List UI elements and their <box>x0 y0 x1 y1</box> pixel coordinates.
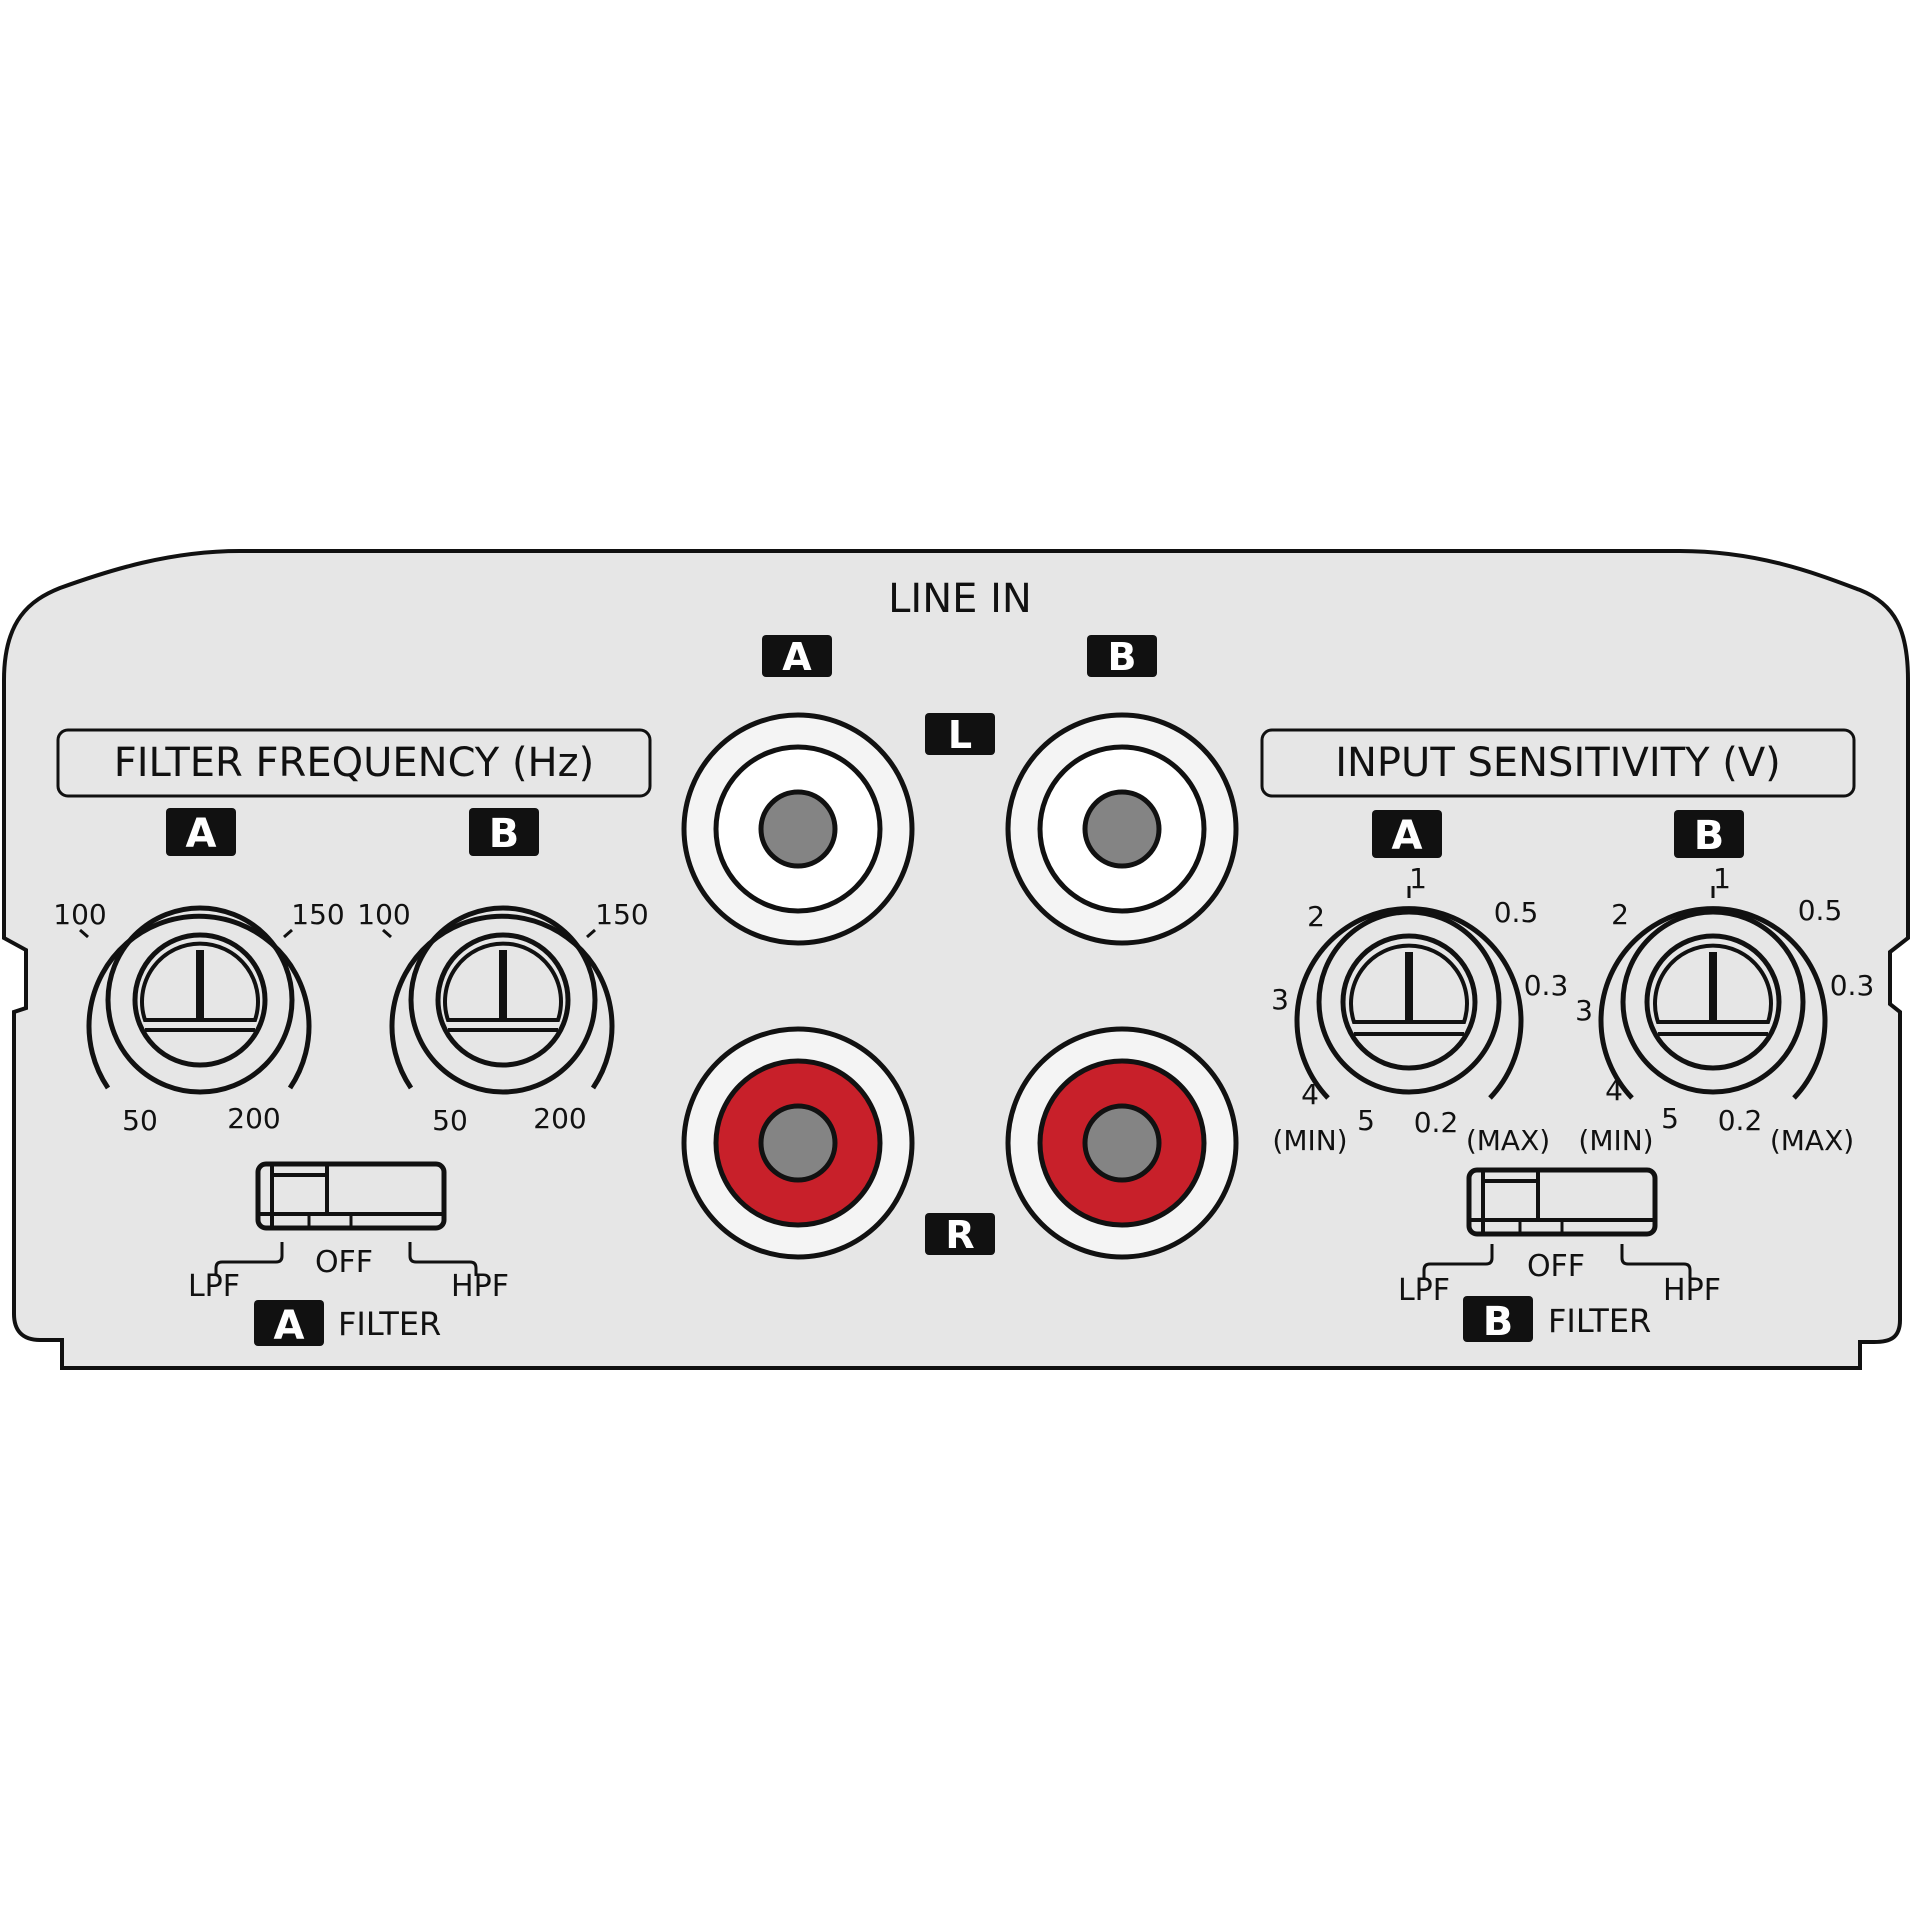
rca-jack-right-a[interactable] <box>681 1026 915 1260</box>
svg-text:INPUT SENSITIVITY (V): INPUT SENSITIVITY (V) <box>1335 740 1781 786</box>
svg-text:A: A <box>186 811 217 857</box>
switch-a-off-label: OFF <box>315 1245 373 1280</box>
is-a-label-1: 1 <box>1409 862 1427 895</box>
switch-a-filter-label: FILTER <box>338 1305 441 1343</box>
switch-b-badge: B <box>1463 1296 1533 1345</box>
is-a-min-label: (MIN) <box>1272 1124 1347 1157</box>
is-b-label-1: 1 <box>1713 862 1731 895</box>
rca-jack-right-b[interactable] <box>1005 1026 1239 1260</box>
is-b-label-0-3: 0.3 <box>1830 969 1875 1002</box>
right-channel-badge: R <box>925 1213 995 1257</box>
left-channel-badge: L <box>925 713 995 757</box>
is-b-label-4: 4 <box>1605 1074 1623 1107</box>
is-a-label-5: 5 <box>1357 1104 1375 1137</box>
svg-text:B: B <box>489 811 520 857</box>
ff-b-label-200: 200 <box>533 1102 586 1135</box>
rca-jack-left-a[interactable] <box>681 712 915 946</box>
svg-text:R: R <box>945 1213 974 1257</box>
switch-b-off-label: OFF <box>1527 1249 1585 1284</box>
filter-switch-a[interactable] <box>214 1161 478 1276</box>
filter-frequency-knob-b[interactable] <box>382 905 615 1095</box>
filter-frequency-badge-b: B <box>469 808 539 857</box>
line-in-title: LINE IN <box>888 576 1032 622</box>
filter-frequency-knob-a[interactable] <box>79 905 312 1095</box>
switch-a-hpf-label: HPF <box>451 1269 509 1304</box>
rca-jack-left-b[interactable] <box>1005 712 1239 946</box>
is-a-label-0-2: 0.2 <box>1414 1106 1459 1139</box>
input-sensitivity-knob-a[interactable] <box>1294 886 1524 1100</box>
is-b-label-5: 5 <box>1661 1102 1679 1135</box>
svg-text:A: A <box>274 1303 305 1349</box>
line-in-badge-b: B <box>1087 635 1157 679</box>
filter-switch-b[interactable] <box>1422 1167 1692 1278</box>
is-b-max-label: (MAX) <box>1770 1124 1854 1157</box>
svg-text:A: A <box>782 635 812 679</box>
line-in-badge-a: A <box>762 635 832 679</box>
input-sensitivity-badge-b: B <box>1674 810 1744 859</box>
is-a-label-0-5: 0.5 <box>1494 896 1539 929</box>
switch-b-lpf-label: LPF <box>1398 1273 1450 1308</box>
is-a-max-label: (MAX) <box>1466 1124 1550 1157</box>
is-b-label-3: 3 <box>1575 994 1593 1027</box>
filter-frequency-title-box: FILTER FREQUENCY (Hz) <box>56 728 652 798</box>
ff-b-label-50: 50 <box>432 1104 468 1137</box>
panel-outline <box>2 549 1910 1370</box>
filter-frequency-badge-a: A <box>166 808 236 857</box>
is-b-label-2: 2 <box>1611 898 1629 931</box>
is-b-label-0-2: 0.2 <box>1718 1104 1763 1137</box>
switch-b-hpf-label: HPF <box>1663 1273 1721 1308</box>
is-a-label-2: 2 <box>1307 900 1325 933</box>
svg-text:L: L <box>948 713 972 757</box>
switch-a-lpf-label: LPF <box>188 1269 240 1304</box>
svg-text:B: B <box>1483 1299 1514 1345</box>
ff-b-label-100: 100 <box>357 898 410 931</box>
ff-a-label-150: 150 <box>291 898 344 931</box>
switch-a-badge: A <box>254 1300 324 1349</box>
ff-a-label-200: 200 <box>227 1102 280 1135</box>
is-a-label-4: 4 <box>1301 1078 1319 1111</box>
input-sensitivity-title-box: INPUT SENSITIVITY (V) <box>1260 728 1856 798</box>
svg-text:B: B <box>1694 813 1725 859</box>
ff-b-label-150: 150 <box>595 898 648 931</box>
svg-text:B: B <box>1108 635 1137 679</box>
ff-a-label-50: 50 <box>122 1104 158 1137</box>
ff-a-label-100: 100 <box>53 898 106 931</box>
is-b-min-label: (MIN) <box>1578 1124 1653 1157</box>
svg-text:A: A <box>1392 813 1423 859</box>
svg-text:FILTER FREQUENCY (Hz): FILTER FREQUENCY (Hz) <box>114 740 595 786</box>
input-sensitivity-knob-b[interactable] <box>1598 886 1828 1100</box>
input-sensitivity-badge-a: A <box>1372 810 1442 859</box>
is-a-label-0-3: 0.3 <box>1524 969 1569 1002</box>
switch-b-filter-label: FILTER <box>1548 1302 1651 1340</box>
is-a-label-3: 3 <box>1271 983 1289 1016</box>
is-b-label-0-5: 0.5 <box>1798 894 1843 927</box>
